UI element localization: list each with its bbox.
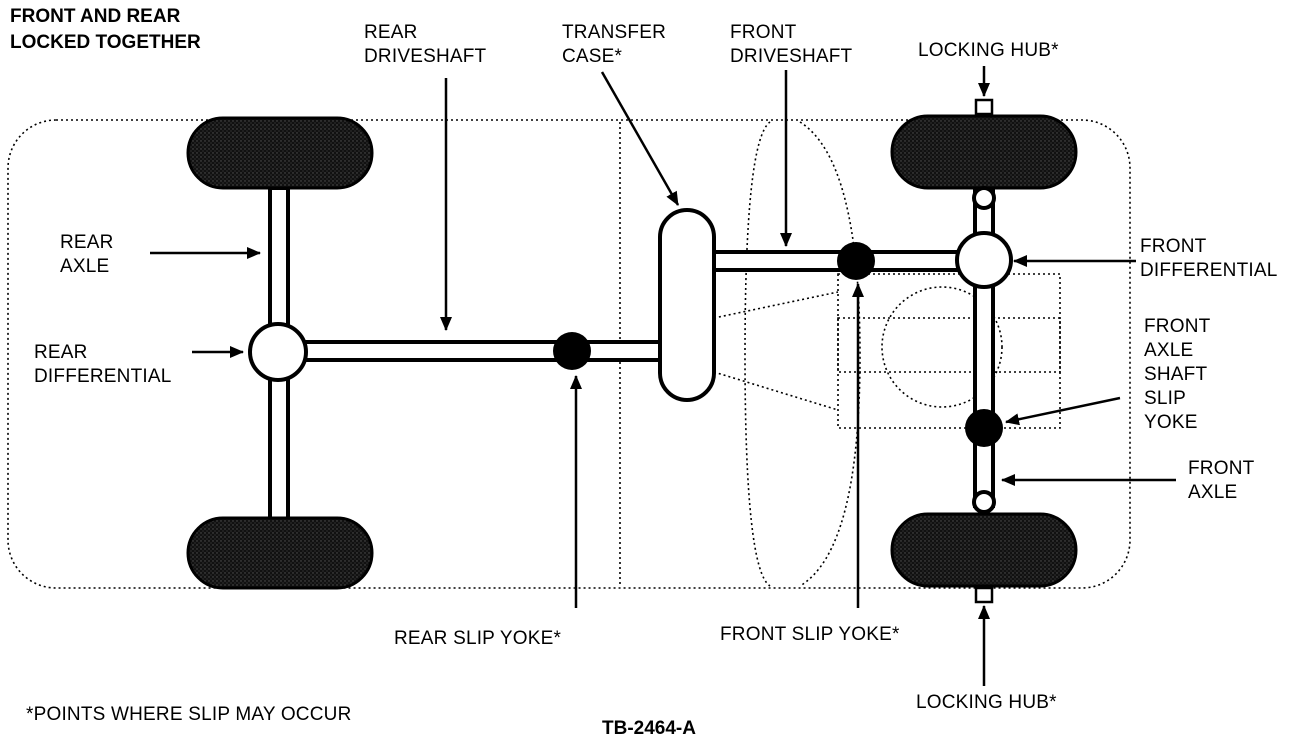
locking-hub-bottom-label: LOCKING HUB*: [916, 692, 1057, 713]
diagram-title-line-1: FRONT AND REAR: [10, 6, 181, 27]
front-axle-shaft-slip-yoke: [965, 409, 1003, 447]
front-driveshaft-label-1: FRONT: [730, 22, 797, 43]
rear-differential-label-1: REAR: [34, 342, 88, 363]
front-axle-shaft-slip-yoke-label-5: YOKE: [1144, 412, 1198, 433]
leader-arrows: [150, 66, 1176, 686]
front-differential-label-2: DIFFERENTIAL: [1140, 260, 1278, 281]
rear-axle-label-2: AXLE: [60, 256, 109, 277]
front-driveshaft-label-2: DRIVESHAFT: [730, 46, 853, 67]
front-axle-upper-joint: [972, 186, 996, 210]
front-differential: [955, 231, 1013, 289]
front-right-wheel: [890, 512, 1078, 588]
wheels: [186, 114, 1078, 590]
rear-differential: [248, 322, 308, 382]
transfer-case-label-2: CASE*: [562, 46, 623, 67]
engine-outline: [713, 273, 1061, 429]
transfer-case-label-1: TRANSFER: [562, 22, 666, 43]
rear-driveshaft: [298, 340, 664, 362]
front-axle-shaft-slip-yoke-label-3: SHAFT: [1144, 364, 1207, 385]
rear-driveshaft-label-1: REAR: [364, 22, 418, 43]
front-axle-shaft-slip-yoke-label-2: AXLE: [1144, 340, 1193, 361]
rear-left-wheel: [186, 116, 374, 190]
transfer-case: [658, 208, 716, 402]
locking-hub-bottom-cap: [974, 586, 994, 604]
front-axle: [973, 178, 995, 508]
rear-right-wheel: [186, 516, 374, 590]
front-axle-shaft-slip-yoke-label-1: FRONT: [1144, 316, 1211, 337]
rear-slip-yoke-label: REAR SLIP YOKE*: [394, 628, 561, 649]
rear-driveshaft-label-2: DRIVESHAFT: [364, 46, 487, 67]
front-axle-label-1: FRONT: [1188, 458, 1255, 479]
front-left-wheel: [890, 114, 1078, 190]
front-slip-yoke-label: FRONT SLIP YOKE*: [720, 624, 900, 645]
front-slip-yoke: [837, 242, 875, 280]
figure-id: TB-2464-A: [602, 718, 696, 739]
front-axle-label-2: AXLE: [1188, 482, 1237, 503]
rear-slip-yoke: [553, 332, 591, 370]
locking-hub-top-cap: [974, 98, 994, 116]
front-axle-shaft-slip-yoke-label-4: SLIP: [1144, 388, 1186, 409]
front-axle-lower-joint: [972, 490, 996, 514]
rear-axle-label-1: REAR: [60, 232, 114, 253]
front-differential-label-1: FRONT: [1140, 236, 1207, 257]
diagram-title-line-2: LOCKED TOGETHER: [10, 32, 201, 53]
footnote: *POINTS WHERE SLIP MAY OCCUR: [26, 704, 352, 725]
locking-hub-top-label: LOCKING HUB*: [918, 40, 1059, 61]
rear-differential-label-2: DIFFERENTIAL: [34, 366, 172, 387]
